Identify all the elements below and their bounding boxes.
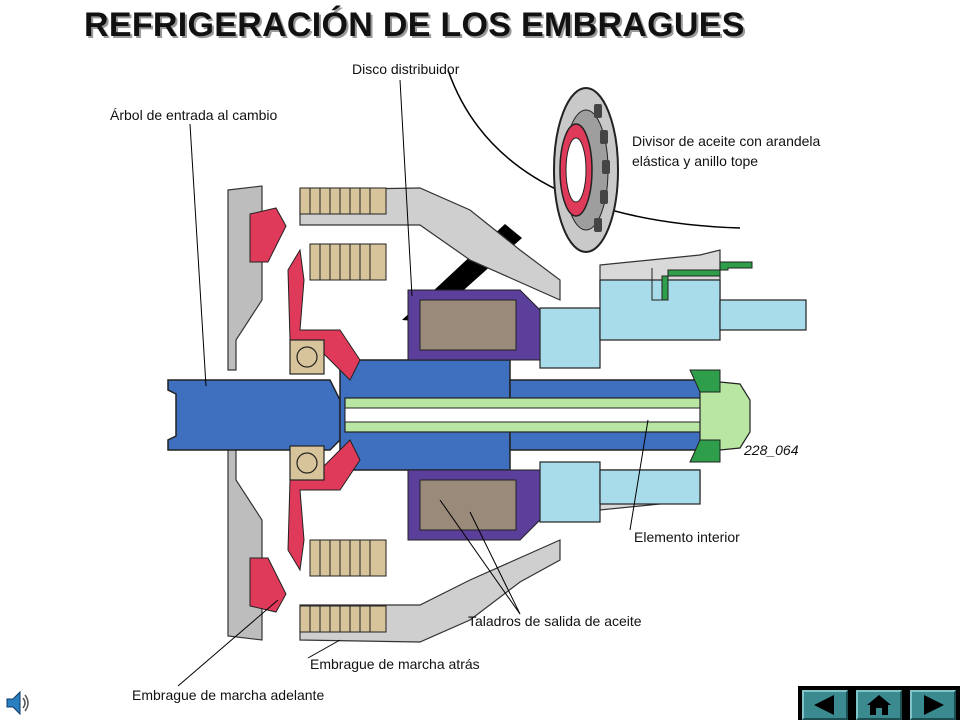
speaker-icon[interactable] (4, 688, 32, 718)
label-arbol-entrada: Árbol de entrada al cambio (110, 107, 278, 123)
reverse-clutch-upper (299, 187, 387, 281)
next-button[interactable] (910, 690, 956, 720)
oil-channels (249, 207, 361, 613)
page-title: REFRIGERACIÓN DE LOS EMBRAGUES (84, 6, 745, 44)
planetary-gear (407, 289, 541, 541)
label-divisor-line2: elástica y anillo tope (632, 153, 758, 169)
reverse-clutch-lower (299, 539, 387, 633)
inner-element (344, 369, 751, 463)
label-divisor-line1: Divisor de aceite con arandela (632, 133, 821, 149)
home-icon (867, 695, 891, 715)
green-housing (651, 261, 753, 301)
arrow-left-icon (814, 695, 834, 715)
label-elemento-interior: Elemento interior (634, 529, 740, 545)
ball-bearings (289, 339, 325, 481)
leader-lines (177, 79, 649, 687)
label-marcha-adelante: Embrague de marcha adelante (132, 687, 324, 703)
oil-divisor-disk (553, 87, 619, 253)
arrow-right-icon (924, 695, 944, 715)
label-taladros: Taladros de salida de aceite (468, 613, 642, 629)
home-button[interactable] (856, 690, 902, 720)
label-disco-distribuidor: Disco distribuidor (352, 61, 460, 77)
output-gear (539, 279, 807, 523)
label-marcha-atras: Embrague de marcha atrás (310, 656, 480, 672)
figure-code: 228_064 (743, 442, 799, 458)
prev-button[interactable] (802, 690, 848, 720)
